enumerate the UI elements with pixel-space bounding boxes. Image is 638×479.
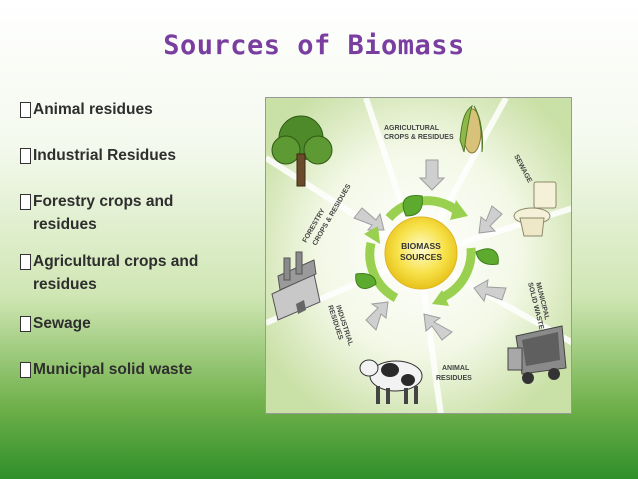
leaf-icon: [355, 273, 377, 289]
list-item-msw: Municipal solid waste: [20, 358, 192, 381]
list-item-animal: Animal residues: [20, 98, 153, 121]
cow-icon: [359, 359, 423, 404]
garbage-truck-icon: [507, 325, 567, 384]
bullet-icon: [20, 102, 31, 118]
list-item-label: Agricultural crops and residues: [33, 253, 199, 293]
inward-arrows: [353, 159, 507, 341]
list-item-forestry: Forestry crops and residues: [20, 190, 200, 236]
animal-label-2: RESIDUES: [436, 375, 472, 382]
leaf-icon: [402, 195, 423, 217]
bullet-icon: [20, 254, 31, 270]
slide-title-text: Sources of Biomass: [163, 30, 465, 61]
toilet-icon: [513, 181, 557, 237]
bullet-icon: [20, 194, 31, 210]
corn-icon: [459, 104, 483, 154]
arrow-industrial-icon: [365, 301, 389, 331]
arrow-forestry-icon: [353, 207, 385, 231]
bullet-icon: [20, 362, 31, 378]
biomass-diagram: BIOMASS SOURCES AGRICULTURAL CROPS & RES…: [265, 97, 572, 414]
list-item-label: Industrial Residues: [33, 147, 176, 164]
animal-label-1: ANIMAL: [442, 365, 470, 372]
center-label-1: BIOMASS: [401, 241, 441, 251]
tree-icon: [271, 115, 333, 187]
list-item-industrial: Industrial Residues: [20, 144, 176, 167]
arrow-agri-icon: [418, 159, 446, 191]
arrow-msw-icon: [473, 279, 507, 303]
list-item-label: Municipal solid waste: [33, 361, 193, 378]
bullet-icon: [20, 148, 31, 164]
agri-label-2: CROPS & RESIDUES: [384, 134, 454, 141]
leaf-icon: [475, 248, 499, 265]
list-item-label: Sewage: [33, 315, 91, 332]
arrow-animal-icon: [423, 313, 453, 341]
center-label-2: SOURCES: [400, 252, 442, 262]
list-item-agricultural: Agricultural crops and residues: [20, 250, 230, 296]
list-item-sewage: Sewage: [20, 312, 91, 335]
arrow-sewage-icon: [478, 205, 503, 234]
list-item-label: Animal residues: [33, 101, 153, 118]
factory-icon: [271, 251, 321, 321]
bullet-icon: [20, 316, 31, 332]
center-sun: [384, 216, 458, 290]
list-item-label: Forestry crops and residues: [33, 193, 174, 233]
diagram-svg: BIOMASS SOURCES AGRICULTURAL CROPS & RES…: [266, 98, 571, 413]
slide-title: Sources of Biomass: [0, 30, 638, 61]
leaf-icons: [355, 195, 499, 289]
agri-label-1: AGRICULTURAL: [384, 125, 440, 132]
